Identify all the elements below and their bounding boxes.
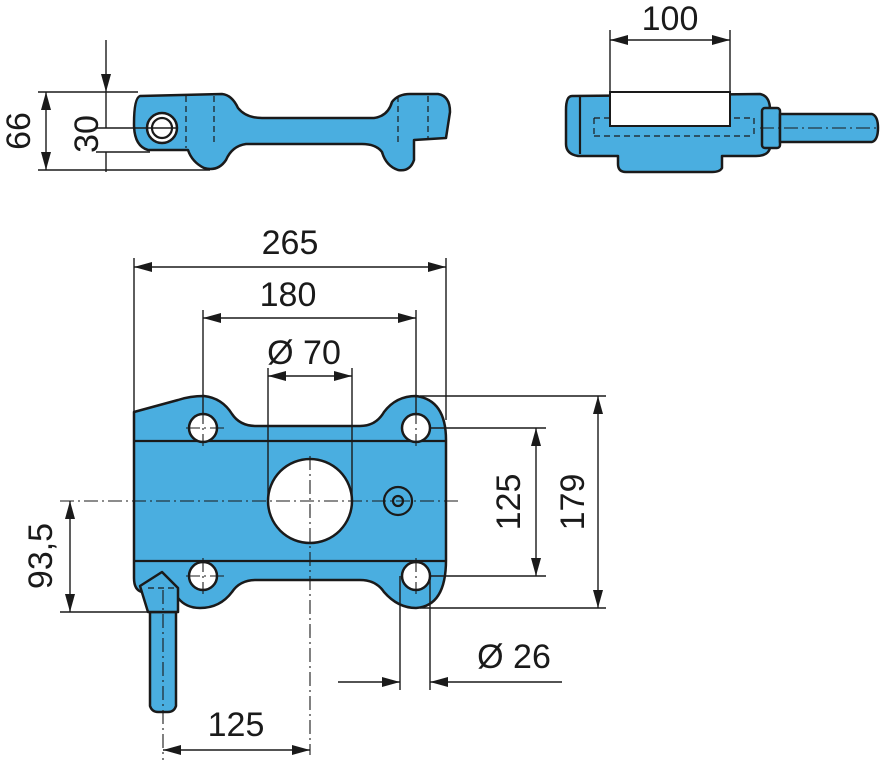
dim-125h-arrow <box>292 745 310 755</box>
dim-100-arrow <box>712 35 730 45</box>
dim-hole-label: Ø 26 <box>477 638 551 676</box>
dim-180-arrow <box>203 313 221 323</box>
dim-93-arrow <box>65 594 75 612</box>
dim-93-arrow <box>65 501 75 519</box>
dim-125h-label: 125 <box>208 706 265 744</box>
dim-66-label: 66 <box>0 112 38 150</box>
end-view: 100 <box>564 0 880 174</box>
end-view-slot <box>609 91 731 127</box>
plan-view-pin-collar <box>138 570 180 614</box>
dim-125v-label: 125 <box>490 474 528 531</box>
dim-125h-arrow <box>163 745 181 755</box>
dim-100-label: 100 <box>642 0 699 38</box>
dim-66-arrow <box>41 92 51 110</box>
side-view: 66 30 <box>0 40 452 172</box>
dim-100-arrow <box>610 35 628 45</box>
dim-hole-arrow <box>430 677 448 687</box>
dim-180-arrow <box>398 313 416 323</box>
dim-125v-arrow <box>531 558 541 576</box>
dim-125v-arrow <box>531 428 541 446</box>
dim-bore-arrow <box>334 371 352 381</box>
dim-66-arrow <box>41 152 51 170</box>
dim-179-arrow <box>593 396 603 414</box>
dim-180-label: 180 <box>260 276 317 314</box>
dim-bore-arrow <box>268 371 286 381</box>
dim-265-label: 265 <box>262 224 319 262</box>
dim-265-arrow <box>428 262 446 272</box>
side-view-body <box>132 92 452 172</box>
dim-179-arrow <box>593 590 603 608</box>
plan-view: 265 180 Ø 70 125 179 93,5 <box>22 224 606 760</box>
dim-93-label: 93,5 <box>22 523 60 589</box>
dim-30-label: 30 <box>68 115 106 153</box>
dim-30-arrow <box>101 74 111 92</box>
dim-265-arrow <box>134 262 152 272</box>
dim-179-label: 179 <box>554 474 592 531</box>
dim-hole-arrow <box>382 677 400 687</box>
end-view-pin <box>778 112 880 144</box>
dim-bore-label: Ø 70 <box>267 334 341 372</box>
